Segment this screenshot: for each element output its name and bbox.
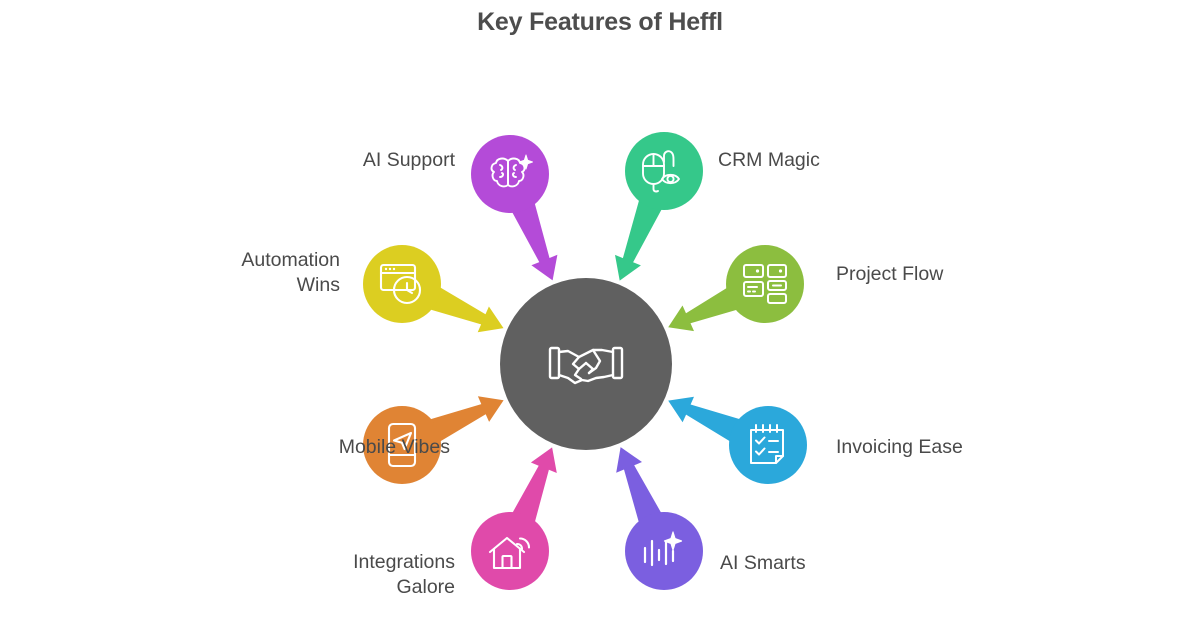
node-label-ai-support: AI Support [362,149,455,171]
node-label-automation-wins: Automation Wins [241,249,340,296]
handshake-icon [548,336,624,392]
mouse-eye-icon [640,148,688,194]
node-label-mobile-vibes: Mobile Vibes [338,436,450,458]
node-label-integrations-galore: Integrations Galore [353,551,455,598]
waveform-sparkle-icon [641,530,687,572]
node-crm-magic[interactable] [625,132,703,210]
node-label-ai-smarts: AI Smarts [720,552,806,574]
center-hub [500,278,672,450]
node-label-invoicing-ease: Invoicing Ease [836,436,963,458]
node-invoicing-ease[interactable] [729,406,807,484]
kanban-board-icon [742,262,788,306]
smart-home-icon [487,530,533,572]
node-label-crm-magic: CRM Magic [718,149,820,171]
mobile-send-icon [385,422,419,468]
node-automation-wins[interactable] [363,245,441,323]
node-label-project-flow: Project Flow [836,263,944,285]
brain-sparkle-icon [487,152,533,196]
node-ai-support[interactable] [471,135,549,213]
node-integrations-galore[interactable] [471,512,549,590]
node-mobile-vibes[interactable] [363,406,441,484]
browser-clock-icon [379,262,425,306]
page-title: Key Features of Heffl [477,8,723,36]
invoice-checklist-icon [745,422,791,468]
node-project-flow[interactable] [726,245,804,323]
node-ai-smarts[interactable] [625,512,703,590]
